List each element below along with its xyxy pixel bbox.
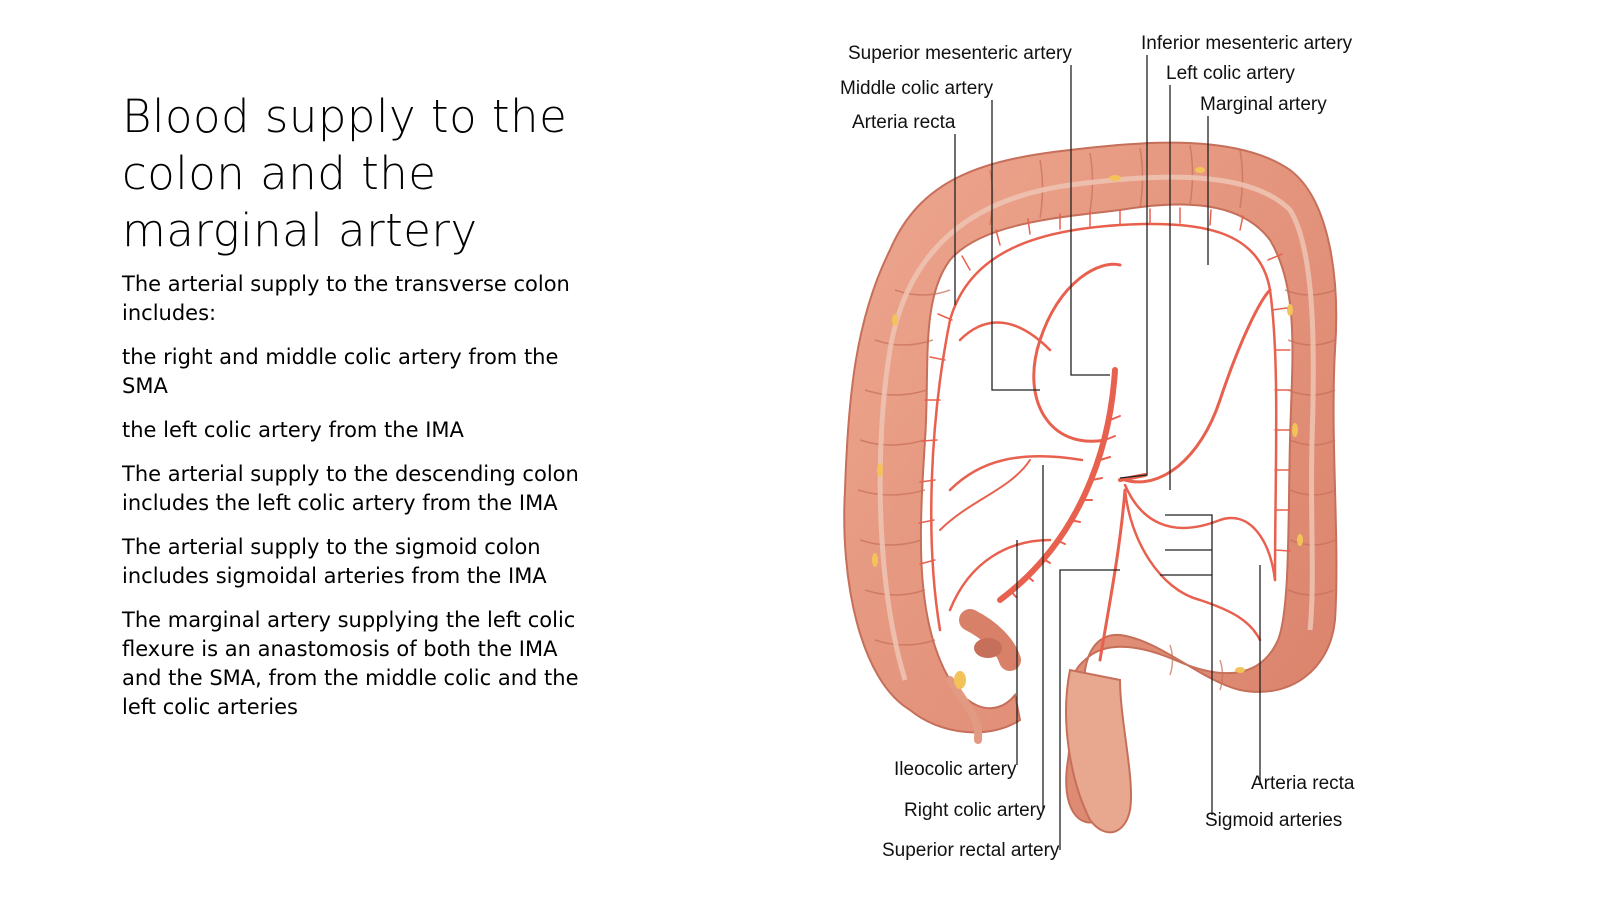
paragraph-marginal-artery: The marginal artery supplying the left c… <box>122 608 579 719</box>
label-arteria-recta-top: Arteria recta <box>852 112 956 133</box>
terminal-ileum <box>959 609 1021 671</box>
colon-blood-supply-figure: Superior mesenteric artery Middle colic … <box>820 20 1400 890</box>
left-colic-branch <box>1123 288 1272 484</box>
label-marginal-artery: Marginal artery <box>1200 94 1327 115</box>
epiploic-fat <box>872 167 1303 689</box>
paragraph-left-colic: the left colic artery from the IMA <box>122 418 464 442</box>
label-superior-rectal-artery: Superior rectal artery <box>882 840 1060 861</box>
paragraph-descending-colon: The arterial supply to the descending co… <box>122 462 579 515</box>
ileocolic-artery <box>948 538 1052 612</box>
label-right-colic-artery: Right colic artery <box>904 800 1046 821</box>
leader-lines <box>954 55 1261 850</box>
label-superior-mesenteric-artery: Superior mesenteric artery <box>848 43 1072 64</box>
colon-illustration: Superior mesenteric artery Middle colic … <box>840 33 1355 861</box>
figure-labels: Superior mesenteric artery Middle colic … <box>840 33 1355 861</box>
slide-title: Blood supply to the colon and the margin… <box>122 90 568 257</box>
label-ileocolic-artery: Ileocolic artery <box>894 759 1017 780</box>
right-colic-branch <box>939 459 1031 531</box>
paragraph-sigmoid-colon: The arterial supply to the sigmoid colon… <box>122 535 547 588</box>
taenia-coli <box>877 174 1316 681</box>
label-arteria-recta-bottom: Arteria recta <box>1251 773 1355 794</box>
label-inferior-mesenteric-artery: Inferior mesenteric artery <box>1141 33 1353 54</box>
slide-body: The arterial supply to the transverse co… <box>122 270 602 737</box>
leader-sigmoid-arteries <box>1160 514 1213 815</box>
rectum <box>1065 668 1132 834</box>
right-colic-artery <box>948 455 1084 492</box>
leader-superior-mesenteric <box>1070 65 1110 376</box>
label-left-colic-artery: Left colic artery <box>1166 63 1295 84</box>
label-sigmoid-arteries: Sigmoid arteries <box>1205 810 1342 831</box>
marginal-artery-path <box>930 222 1278 632</box>
colon <box>843 141 1338 834</box>
leader-inferior-mesenteric <box>1119 55 1148 479</box>
arteriae-rectae <box>918 207 1291 565</box>
leader-superior-rectal <box>1059 569 1120 850</box>
leader-middle-colic <box>991 100 1040 391</box>
sigmoid-branch-1 <box>1123 483 1277 582</box>
appendix <box>946 676 983 744</box>
middle-colic-branch <box>958 321 1052 352</box>
arteries <box>918 207 1291 662</box>
superior-rectal-branch <box>1098 488 1127 662</box>
ileum-opening <box>974 638 1002 658</box>
paragraph-transverse-intro: The arterial supply to the transverse co… <box>122 272 570 325</box>
sigmoid-branch-2 <box>1123 488 1262 642</box>
paragraph-right-middle-colic: the right and middle colic artery from t… <box>122 345 559 398</box>
label-middle-colic-artery: Middle colic artery <box>840 78 994 99</box>
